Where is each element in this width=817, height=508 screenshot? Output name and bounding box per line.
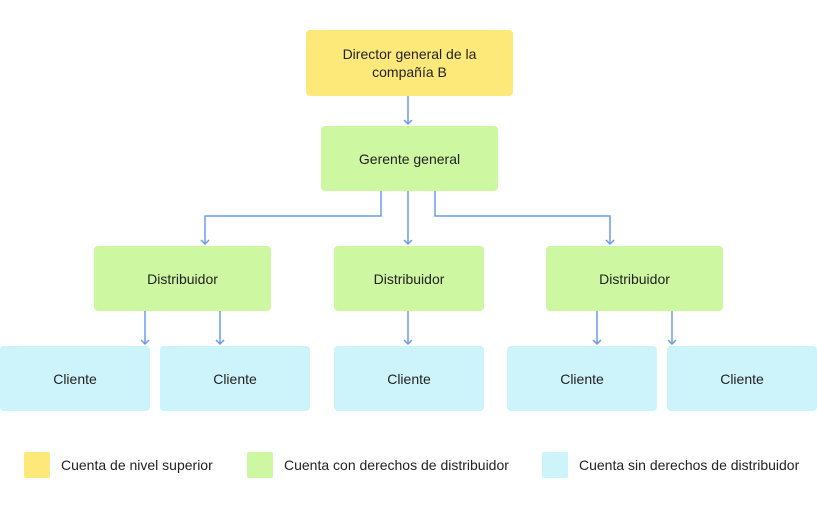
node-distributor-3: Distribuidor — [546, 246, 723, 311]
node-client-3-label: Cliente — [387, 370, 431, 387]
node-general-manager-label: Gerente general — [358, 150, 461, 167]
node-client-4: Cliente — [507, 346, 657, 411]
node-client-3: Cliente — [334, 346, 484, 411]
node-client-4-label: Cliente — [560, 370, 604, 387]
node-distributor-2-label: Distribuidor — [373, 270, 445, 287]
node-distributor-1: Distribuidor — [94, 246, 271, 311]
node-client-5: Cliente — [667, 346, 817, 411]
node-client-2: Cliente — [160, 346, 310, 411]
node-distributor-3-label: Distribuidor — [599, 270, 670, 287]
node-client-5-label: Cliente — [720, 370, 764, 387]
legend-label-top: Cuenta de nivel superior — [61, 457, 213, 473]
node-distributor-2: Distribuidor — [334, 246, 484, 311]
node-client-1: Cliente — [0, 346, 150, 411]
legend-label-client: Cuenta sin derechos de distribuidor — [579, 457, 800, 473]
legend-swatch-distributor — [247, 452, 273, 478]
legend-item-client: Cuenta sin derechos de distribuidor — [542, 452, 799, 478]
legend-item-top: Cuenta de nivel superior — [24, 452, 213, 478]
connector-manager-distributor-1 — [200, 191, 382, 246]
node-client-1-label: Cliente — [53, 370, 97, 387]
node-director-label: Director general de la compañía B — [342, 46, 477, 80]
legend-label-distributor: Cuenta con derechos de distribuidor — [284, 457, 509, 473]
node-distributor-1-label: Distribuidor — [147, 270, 218, 287]
node-director: Director general de la compañía B — [306, 30, 513, 96]
node-client-2-label: Cliente — [213, 370, 257, 387]
legend-swatch-top — [24, 452, 50, 478]
legend-item-distributor: Cuenta con derechos de distribuidor — [247, 452, 509, 478]
node-general-manager: Gerente general — [321, 126, 498, 191]
legend-swatch-client — [542, 452, 568, 478]
connector-manager-distributor-3 — [434, 191, 615, 246]
